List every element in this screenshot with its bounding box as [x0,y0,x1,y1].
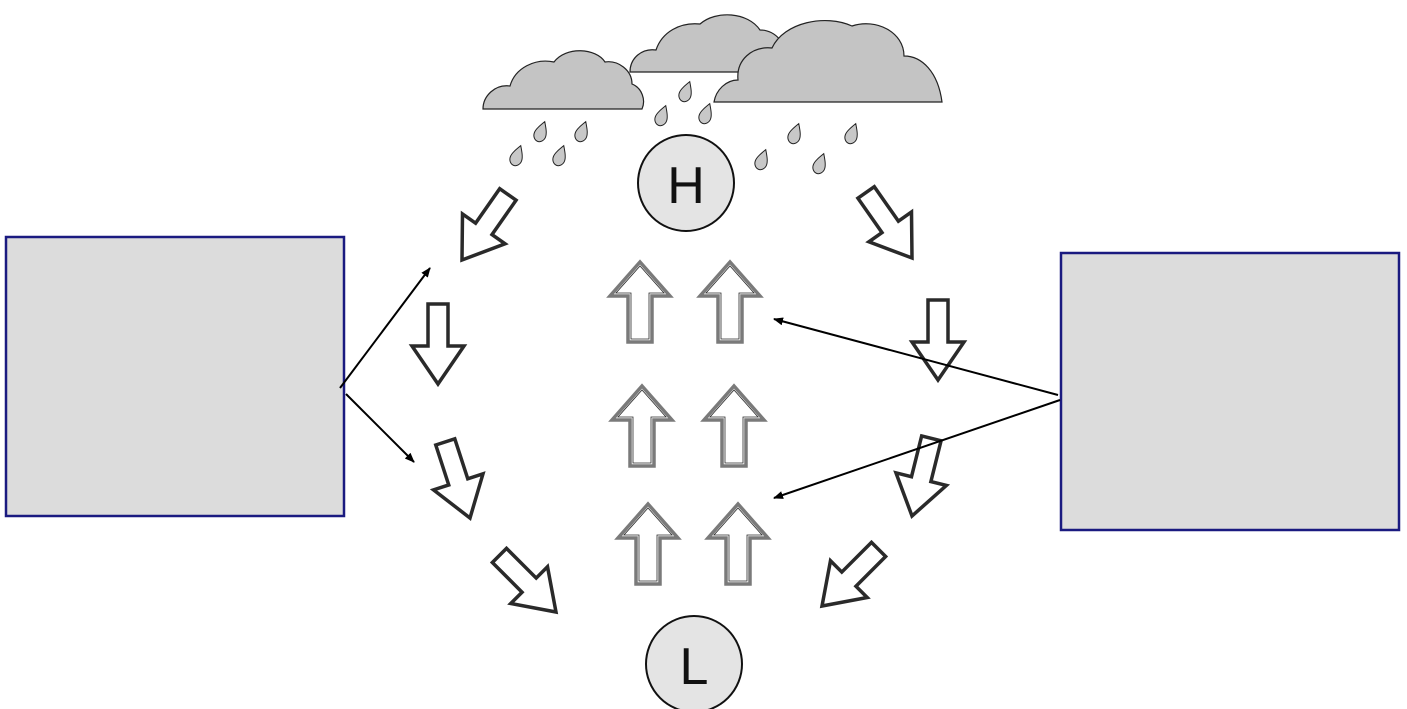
raindrop-icon [676,79,696,104]
raindrop-icon [507,143,527,168]
raindrop-icon [652,103,672,128]
sinking-air-right [801,175,966,627]
raindrop-group-left [507,119,592,168]
cloud-icon [482,50,645,110]
raindrop-icon [842,121,862,146]
rising-air-arrow-icon [706,502,770,586]
high-pressure-marker: H [637,134,735,232]
pointer-arrow-icon [339,267,431,389]
raindrop-icon [572,119,592,144]
raindrop-icon [531,119,551,144]
left-label-box [4,235,346,518]
sinking-air-arrow-icon [479,535,577,633]
raindrop-icon [810,151,830,176]
rising-air-arrow-icon [610,384,674,468]
left-box-pointers [339,267,431,463]
sinking-air-arrow-icon [843,175,936,275]
rising-air-column [608,260,770,586]
low-pressure-marker: L [645,615,743,709]
pointer-arrow-icon [773,317,1059,396]
rising-air-arrow-icon [608,260,672,344]
raindrop-group-right [752,121,862,176]
raindrop-icon [550,143,570,168]
raindrop-icon [752,147,772,172]
raindrop-group-center [652,79,716,128]
sinking-air-arrow-icon [438,177,531,277]
right-label-box [1059,251,1401,532]
right-box-pointers [773,317,1061,499]
sinking-air-arrow-icon [885,430,959,525]
sinking-air-arrow-icon [801,529,899,627]
pointer-arrow-icon [345,393,415,463]
raindrop-icon [785,121,805,146]
cloud-icon [713,20,943,103]
rising-air-arrow-icon [616,502,680,586]
rising-air-arrow-icon [698,260,762,344]
rising-air-arrow-icon [702,384,766,468]
sinking-air-left [410,177,577,633]
high-pressure-label: H [667,157,705,215]
raindrop-icon [696,101,716,126]
sinking-air-arrow-icon [410,302,466,386]
sinking-air-arrow-icon [418,432,497,528]
low-pressure-label: L [680,638,709,696]
pointer-arrow-icon [773,399,1061,499]
